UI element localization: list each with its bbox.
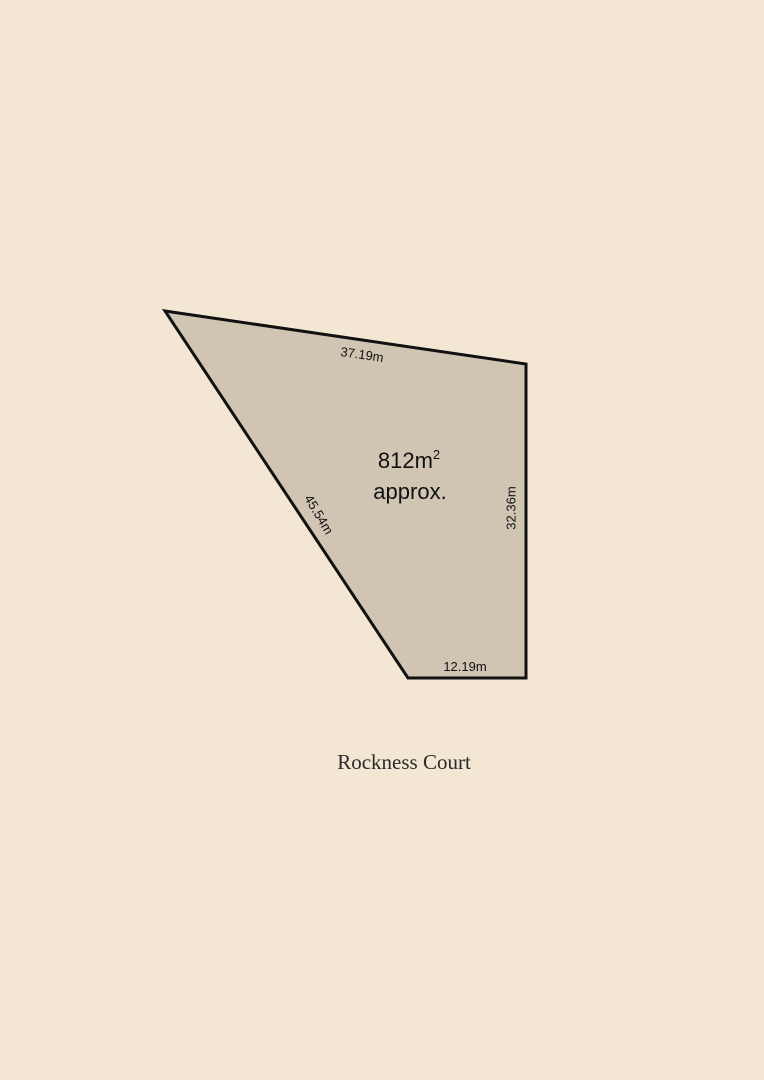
dimension-right: 32.36m	[503, 486, 518, 529]
street-name: Rockness Court	[337, 750, 471, 774]
dimension-bottom: 12.19m	[443, 659, 486, 674]
dimension-top: 37.19m	[340, 344, 385, 365]
lot-area-superscript: 2	[433, 447, 440, 462]
lot-area-qualifier: approx.	[373, 479, 446, 504]
lot-boundary	[161, 309, 528, 680]
lot-area-value: 812m	[378, 448, 433, 473]
lot-area: 812m2	[378, 447, 440, 473]
